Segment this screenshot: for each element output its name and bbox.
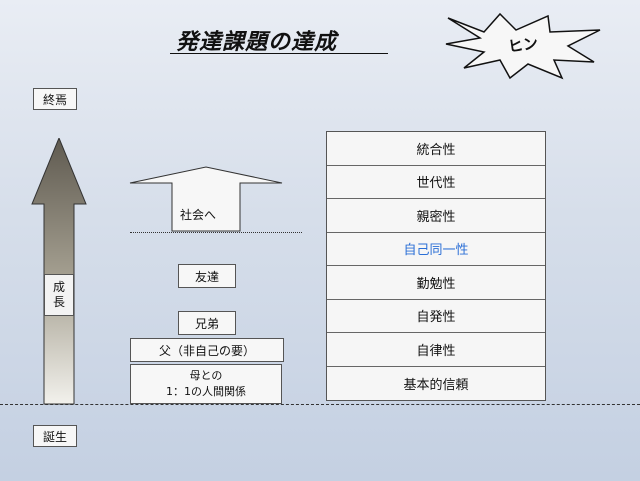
title-underline: [170, 53, 388, 54]
development-stages-stack: 統合性 世代性 親密性 自己同一性 勤勉性 自発性 自律性 基本的信頼: [326, 131, 546, 401]
society-arrow-icon: [129, 166, 283, 232]
growth-arrow-icon: [31, 138, 87, 405]
stage-industry: 勤勉性: [327, 266, 545, 300]
stage-intimacy: 親密性: [327, 199, 545, 233]
stage-integrity: 統合性: [327, 132, 545, 166]
society-label: 社会へ: [180, 208, 217, 222]
dotted-divider: [130, 232, 302, 233]
father-box: 父（非自己の要）: [130, 338, 284, 362]
stage-initiative: 自発性: [327, 300, 545, 333]
mother-box: 母との 1：1の人間関係: [130, 364, 282, 404]
friends-box: 友達: [178, 264, 236, 288]
mother-box-line-1: 母との: [189, 369, 223, 382]
baseline-dashed: [0, 404, 640, 405]
burst-label: ヒン: [506, 33, 540, 56]
starburst-icon: [445, 12, 601, 80]
growth-label-char-1: 成: [52, 280, 65, 294]
stage-identity: 自己同一性: [327, 233, 545, 266]
mother-box-line-2: 1：1の人間関係: [166, 385, 246, 398]
end-of-life-label: 終焉: [33, 88, 77, 110]
birth-label: 誕生: [33, 425, 77, 447]
page-title: 発達課題の達成: [176, 29, 338, 55]
stage-generativity: 世代性: [327, 166, 545, 199]
stage-autonomy: 自律性: [327, 333, 545, 367]
growth-label: 成 長: [44, 274, 74, 316]
siblings-box: 兄弟: [178, 311, 236, 335]
stage-basic-trust: 基本的信頼: [403, 377, 469, 393]
growth-label-char-2: 長: [52, 295, 65, 309]
